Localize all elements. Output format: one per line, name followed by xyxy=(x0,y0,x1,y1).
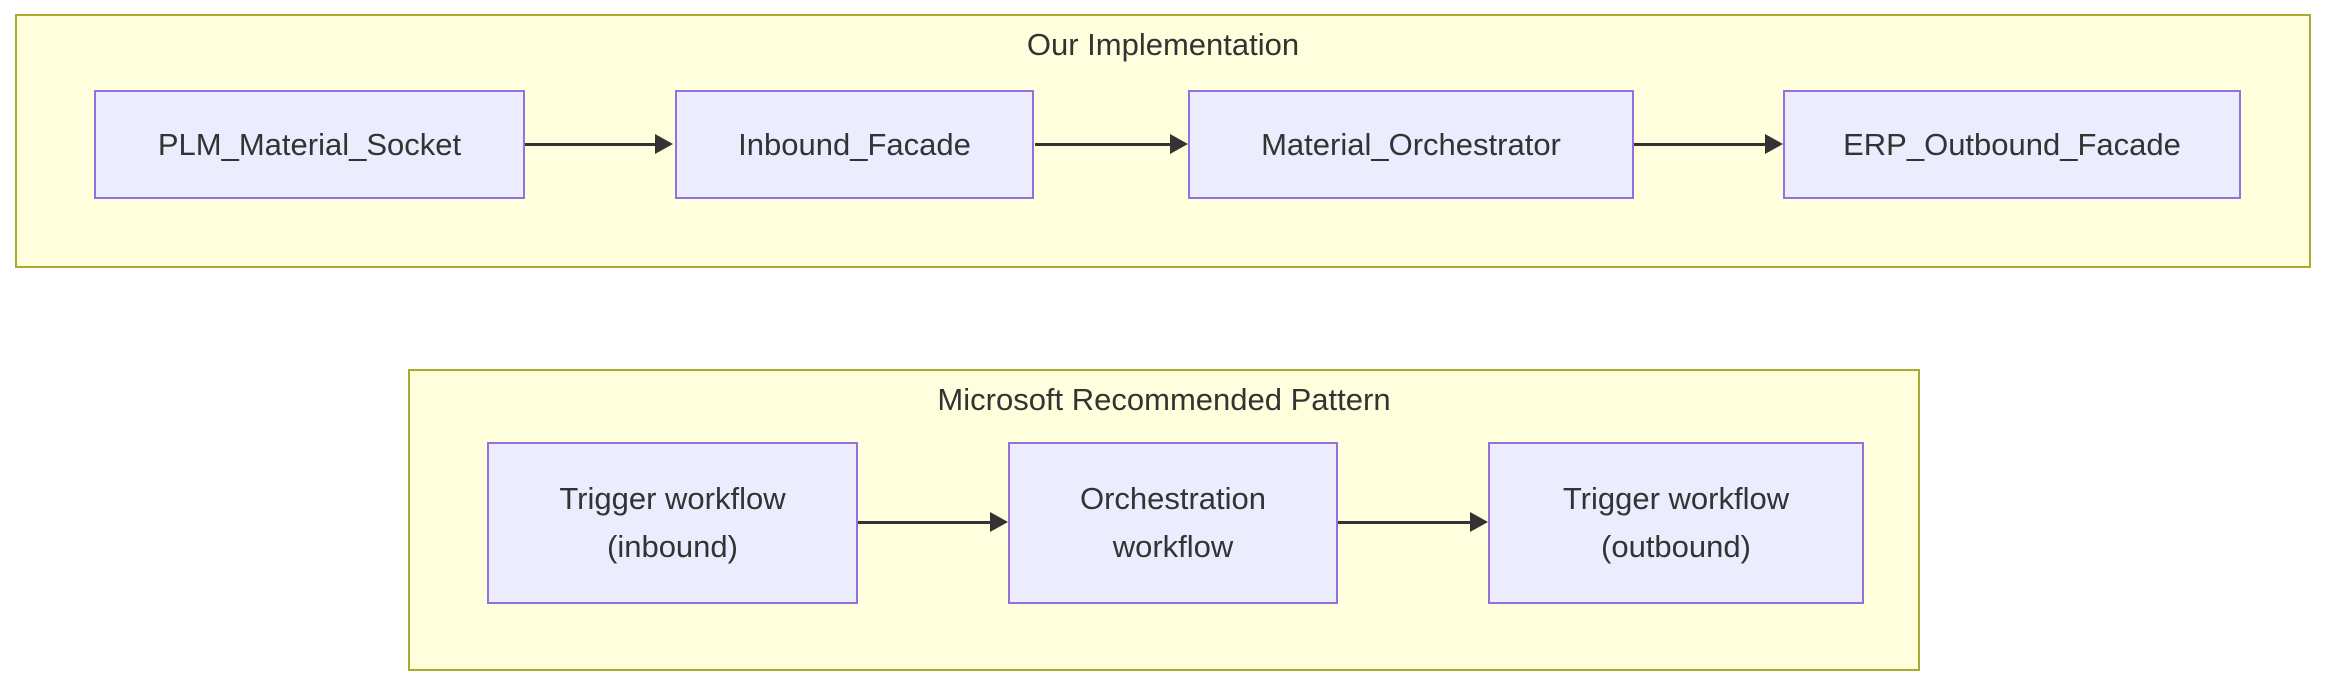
cluster-microsoft-recommended-pattern: Microsoft Recommended Pattern Trigger wo… xyxy=(408,369,1920,671)
edge-orchestration-to-trigger-outbound xyxy=(1338,512,1488,532)
node-label: PLM_Material_Socket xyxy=(157,126,462,162)
node-material-orchestrator: Material_Orchestrator xyxy=(1188,90,1634,199)
edge-trigger-inbound-to-orchestration xyxy=(858,512,1008,532)
node-plm-material-socket: PLM_Material_Socket xyxy=(94,90,525,199)
arrowhead-icon xyxy=(1765,134,1783,154)
node-erp-outbound-facade: ERP_Outbound_Facade xyxy=(1783,90,2241,199)
arrowhead-icon xyxy=(990,512,1008,532)
arrowhead-icon xyxy=(655,134,673,154)
node-label: ERP_Outbound_Facade xyxy=(1843,126,2181,162)
arrowhead-icon xyxy=(1170,134,1188,154)
node-label-line-2: (inbound) xyxy=(607,529,738,564)
node-label: Material_Orchestrator xyxy=(1261,126,1561,162)
edge-line xyxy=(858,520,990,524)
edge-line xyxy=(1338,520,1470,524)
node-label-line-1: Trigger workflow xyxy=(1562,481,1790,516)
cluster-our-implementation: Our Implementation PLM_Material_Socket I… xyxy=(15,14,2311,268)
edge-inbound-to-orchestrator xyxy=(1035,134,1188,154)
edge-orchestrator-to-erp xyxy=(1634,134,1783,154)
node-label-line-1: Trigger workflow xyxy=(559,481,786,516)
node-trigger-workflow-inbound: Trigger workflow (inbound) xyxy=(487,442,858,604)
edge-line xyxy=(1634,142,1765,146)
node-label-line-1: Orchestration xyxy=(1079,481,1267,516)
node-orchestration-workflow: Orchestration workflow xyxy=(1008,442,1338,604)
cluster-title: Microsoft Recommended Pattern xyxy=(937,382,1391,417)
node-label: Inbound_Facade xyxy=(738,126,971,162)
arrowhead-icon xyxy=(1470,512,1488,532)
edge-line xyxy=(525,142,655,146)
node-label-line-2: workflow xyxy=(1112,529,1234,564)
node-trigger-workflow-outbound: Trigger workflow (outbound) xyxy=(1488,442,1864,604)
cluster-title: Our Implementation xyxy=(1026,27,1300,62)
edge-plm-to-inbound xyxy=(525,134,673,154)
node-label-line-2: (outbound) xyxy=(1601,529,1751,564)
node-inbound-facade: Inbound_Facade xyxy=(675,90,1034,199)
edge-line xyxy=(1035,142,1170,146)
